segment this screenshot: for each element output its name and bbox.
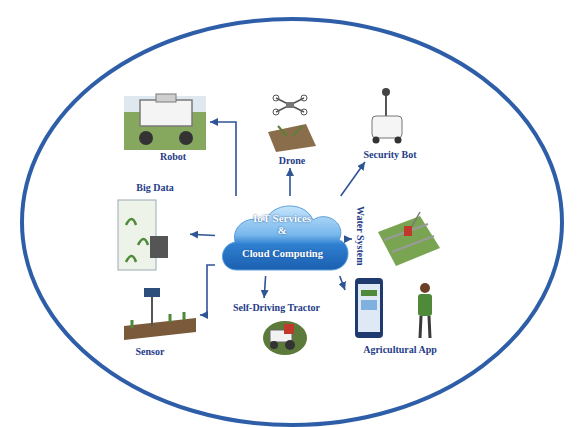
drone-rotor [273,109,279,115]
sprinkler [404,226,412,236]
security-bot-illustration [372,88,402,144]
data-device [150,236,168,258]
drone-illustration [268,95,316,152]
connector-arrow [210,122,236,196]
drone-rotor [273,95,279,101]
node-label: Cloud Computing [225,248,340,260]
robot-wheel [139,131,153,145]
sensor-illustration [124,288,196,340]
robot-wheel [179,131,193,145]
farmer-body [418,294,432,316]
connector-arrow [190,234,215,235]
robot-illustration [124,94,206,150]
node-label: Agricultural App [350,344,450,356]
drone-rotor [301,109,307,115]
farmer-legs [420,316,430,338]
water-pipe [384,224,434,252]
border-ellipse [22,19,562,425]
connector-arrow [341,162,365,196]
bot-wheel [373,137,380,144]
field-patch [378,216,440,266]
big-data-illustration [118,200,168,270]
connector-arrow [264,276,265,298]
node-label: Sensor [125,346,175,358]
big-data-node: Big Data [110,180,190,275]
sensor-node: Sensor [118,280,200,360]
robot-frame [140,100,192,126]
robot-top [156,94,176,102]
node-label: Self-Driving Tractor [218,302,335,314]
cloud-outline [222,206,348,270]
water-system-node: Water System [352,195,440,275]
tractor-wheel [270,341,278,349]
tractor-illustration [263,321,307,355]
app-widget [361,300,377,310]
field-patch [263,321,307,355]
soil-strip [124,318,196,340]
tractor-node: Self-Driving Tractor [218,298,335,360]
node-label: IoT Services & [249,212,315,236]
sensor-plants [132,312,184,328]
tractor-wheel [285,340,295,350]
solar-panel [144,288,160,297]
drone-node: Drone [255,95,325,168]
bot-camera [382,88,390,96]
connector-arrow [350,238,352,240]
bot-wheel [395,137,402,144]
connector-arrow [340,276,345,290]
farmer-head [420,283,430,293]
connector-arrow [289,168,291,196]
field-patch [268,124,316,152]
app-widget [361,290,377,296]
cloud-shape [215,196,350,276]
crop-rows [278,126,302,136]
bot-body [372,116,402,138]
drone-body [286,102,294,108]
data-panel [118,200,156,270]
cloud-hub: IoT Services & Cloud Computing [215,196,350,276]
node-label: Security Bot [355,149,425,161]
node-label: Water System [354,201,366,271]
node-label: Robot [153,151,193,163]
sensor-post [151,296,153,326]
panel-plants [126,219,148,262]
water-system-illustration [378,212,440,266]
agricultural-app-node: Agricultural App [345,285,445,360]
drone-arms [276,98,304,112]
connector-arrow [200,265,215,315]
node-label: Big Data [120,182,190,194]
robot-node: Robot [118,88,210,163]
sprinkler-mast [412,212,420,226]
phone-body [355,278,383,338]
drone-rotor [301,95,307,101]
security-bot-node: Security Bot [350,85,445,162]
phone-screen [358,284,380,332]
node-label: Drone [273,155,311,167]
agricultural-app-illustration [355,278,432,338]
tractor-cab [284,324,294,334]
